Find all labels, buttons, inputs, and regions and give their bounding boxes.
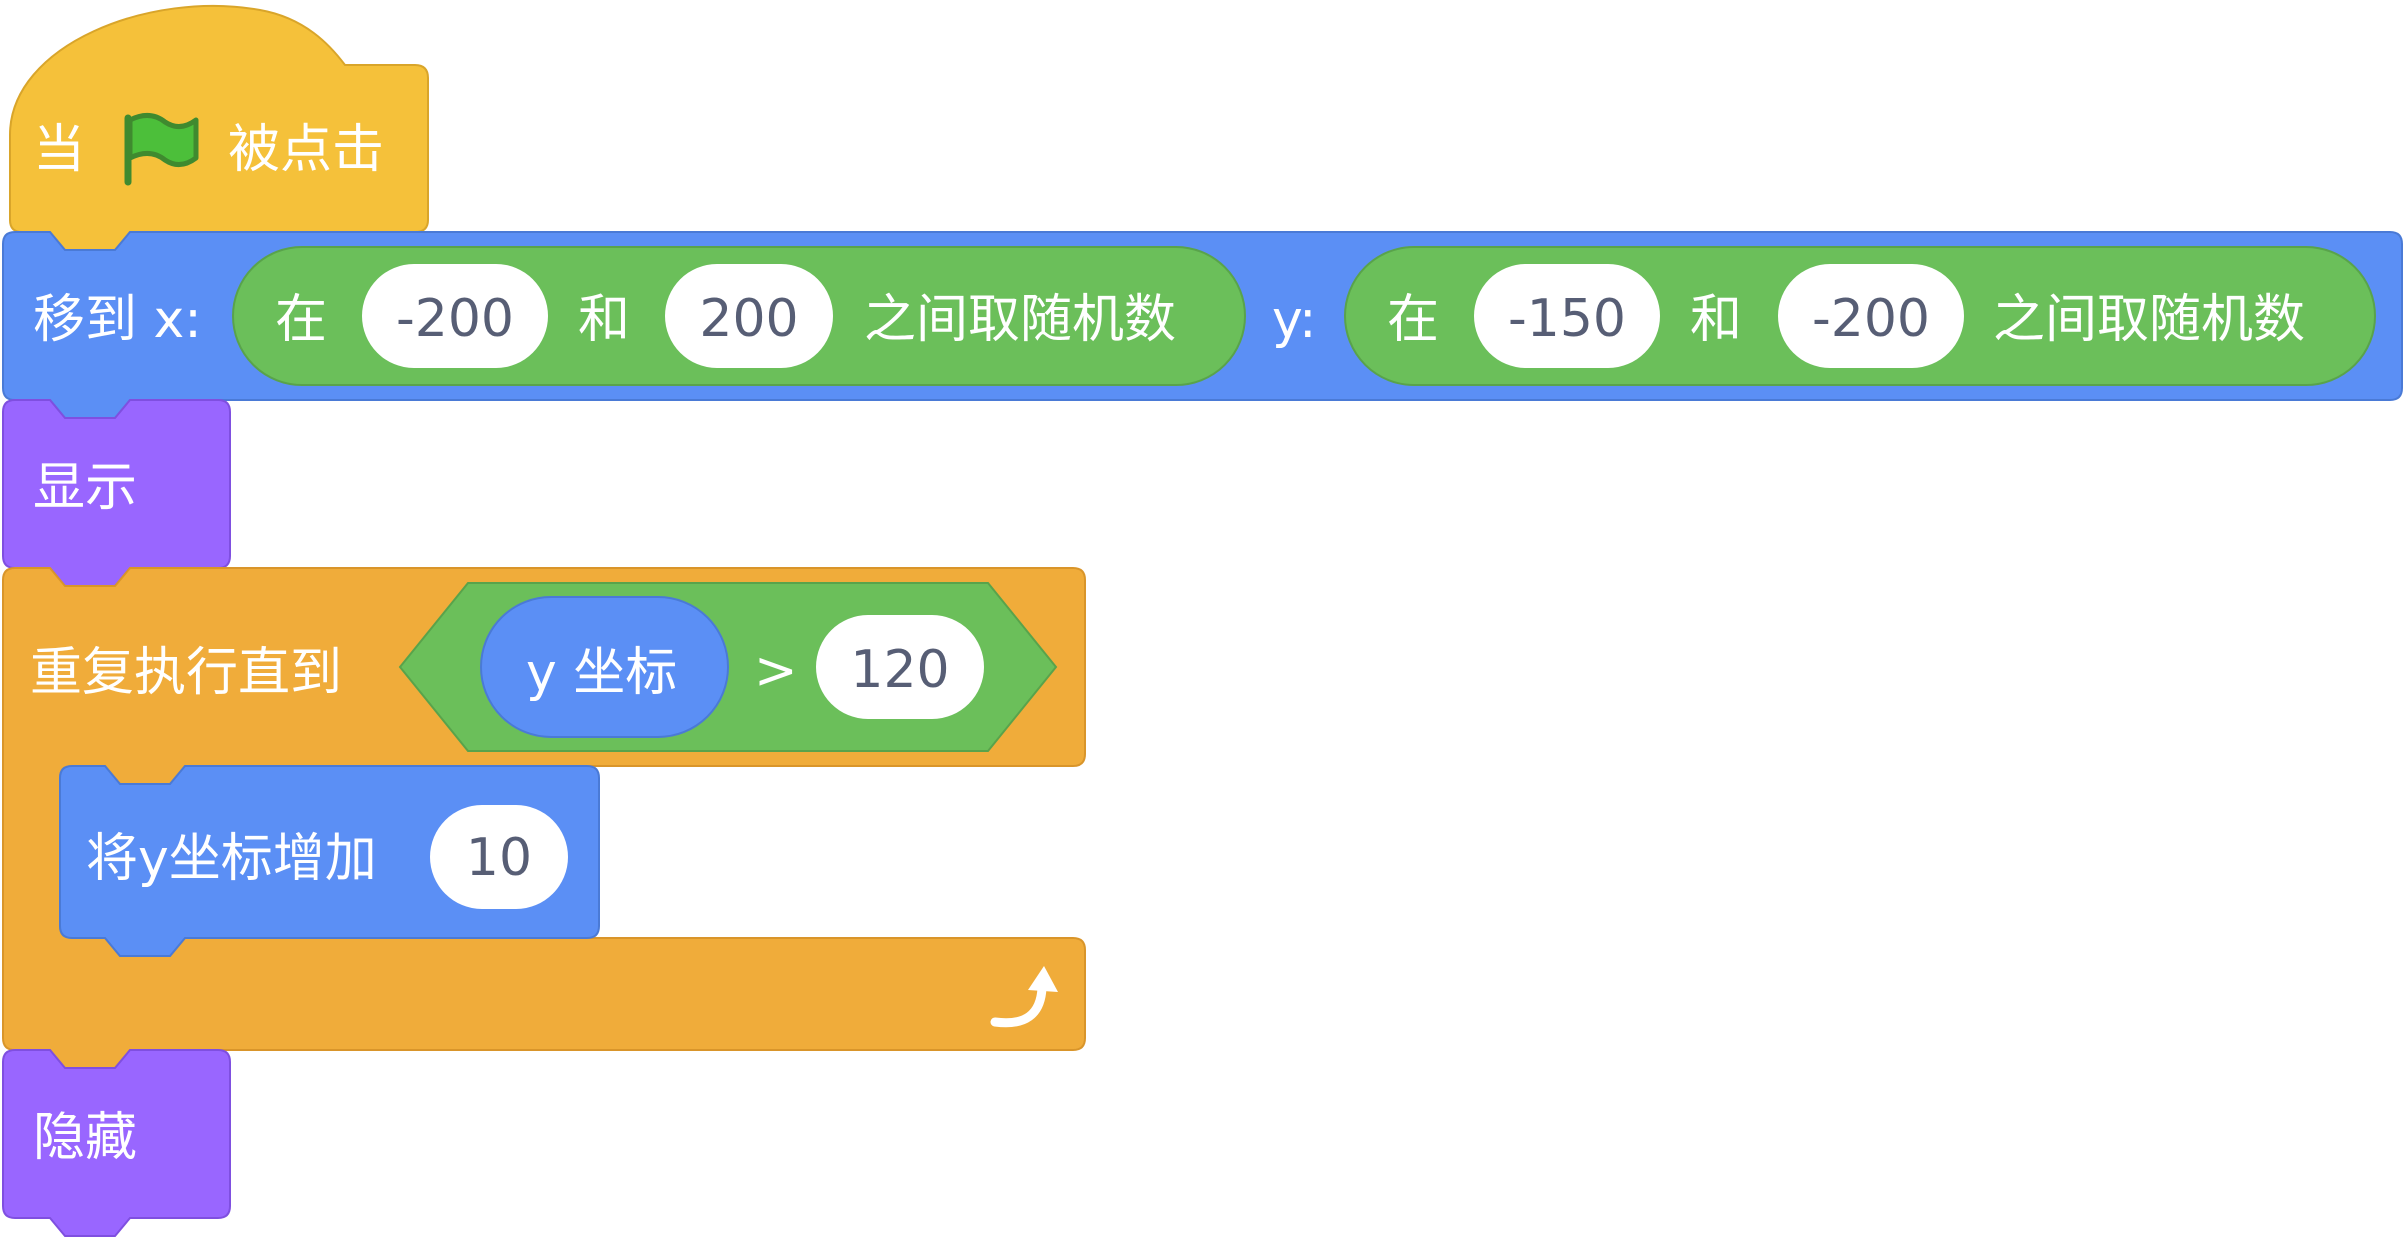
y-random-and-label: 和 <box>1690 290 1742 350</box>
y-position-reporter[interactable] <box>480 596 729 738</box>
repeat-until-label: 重复执行直到 <box>30 643 342 703</box>
y-random-to-input[interactable] <box>1778 264 1964 368</box>
hat-clicked-label: 被点击 <box>228 120 384 180</box>
x-random-to-input[interactable] <box>665 264 833 368</box>
hide-label: 隐藏 <box>33 1108 137 1168</box>
x-random-and-label: 和 <box>578 290 630 350</box>
x-random-to-value: 200 <box>699 289 798 349</box>
goto-label: 移到 x: <box>33 290 202 350</box>
y-random-suffix-label: 之间取随机数 <box>1993 290 2305 350</box>
y-random-at-label: 在 <box>1387 290 1439 350</box>
operator-label: > <box>754 641 798 701</box>
y-random-to-value: -200 <box>1812 289 1930 349</box>
show-label: 显示 <box>33 458 137 518</box>
y-position-label: y 坐标 <box>526 643 677 703</box>
x-random-from-value: -200 <box>396 289 514 349</box>
x-random-from-input[interactable] <box>362 264 548 368</box>
x-random-at-label: 在 <box>275 290 327 350</box>
hide-block[interactable] <box>2 1049 231 1237</box>
green-flag-icon <box>124 113 199 186</box>
loop-arrow-icon <box>990 966 1058 1028</box>
goto-y-label: y: <box>1272 290 1317 350</box>
change-y-value: 10 <box>466 828 532 888</box>
x-random-suffix-label: 之间取随机数 <box>864 290 1176 350</box>
y-random-from-input[interactable] <box>1474 264 1660 368</box>
hat-when-label: 当 <box>33 120 85 180</box>
compare-value: 120 <box>850 640 949 700</box>
y-random-from-value: -150 <box>1508 289 1626 349</box>
compare-value-input[interactable] <box>816 615 984 719</box>
change-y-label: 将y坐标增加 <box>86 829 377 889</box>
change-y-value-input[interactable] <box>430 805 568 909</box>
